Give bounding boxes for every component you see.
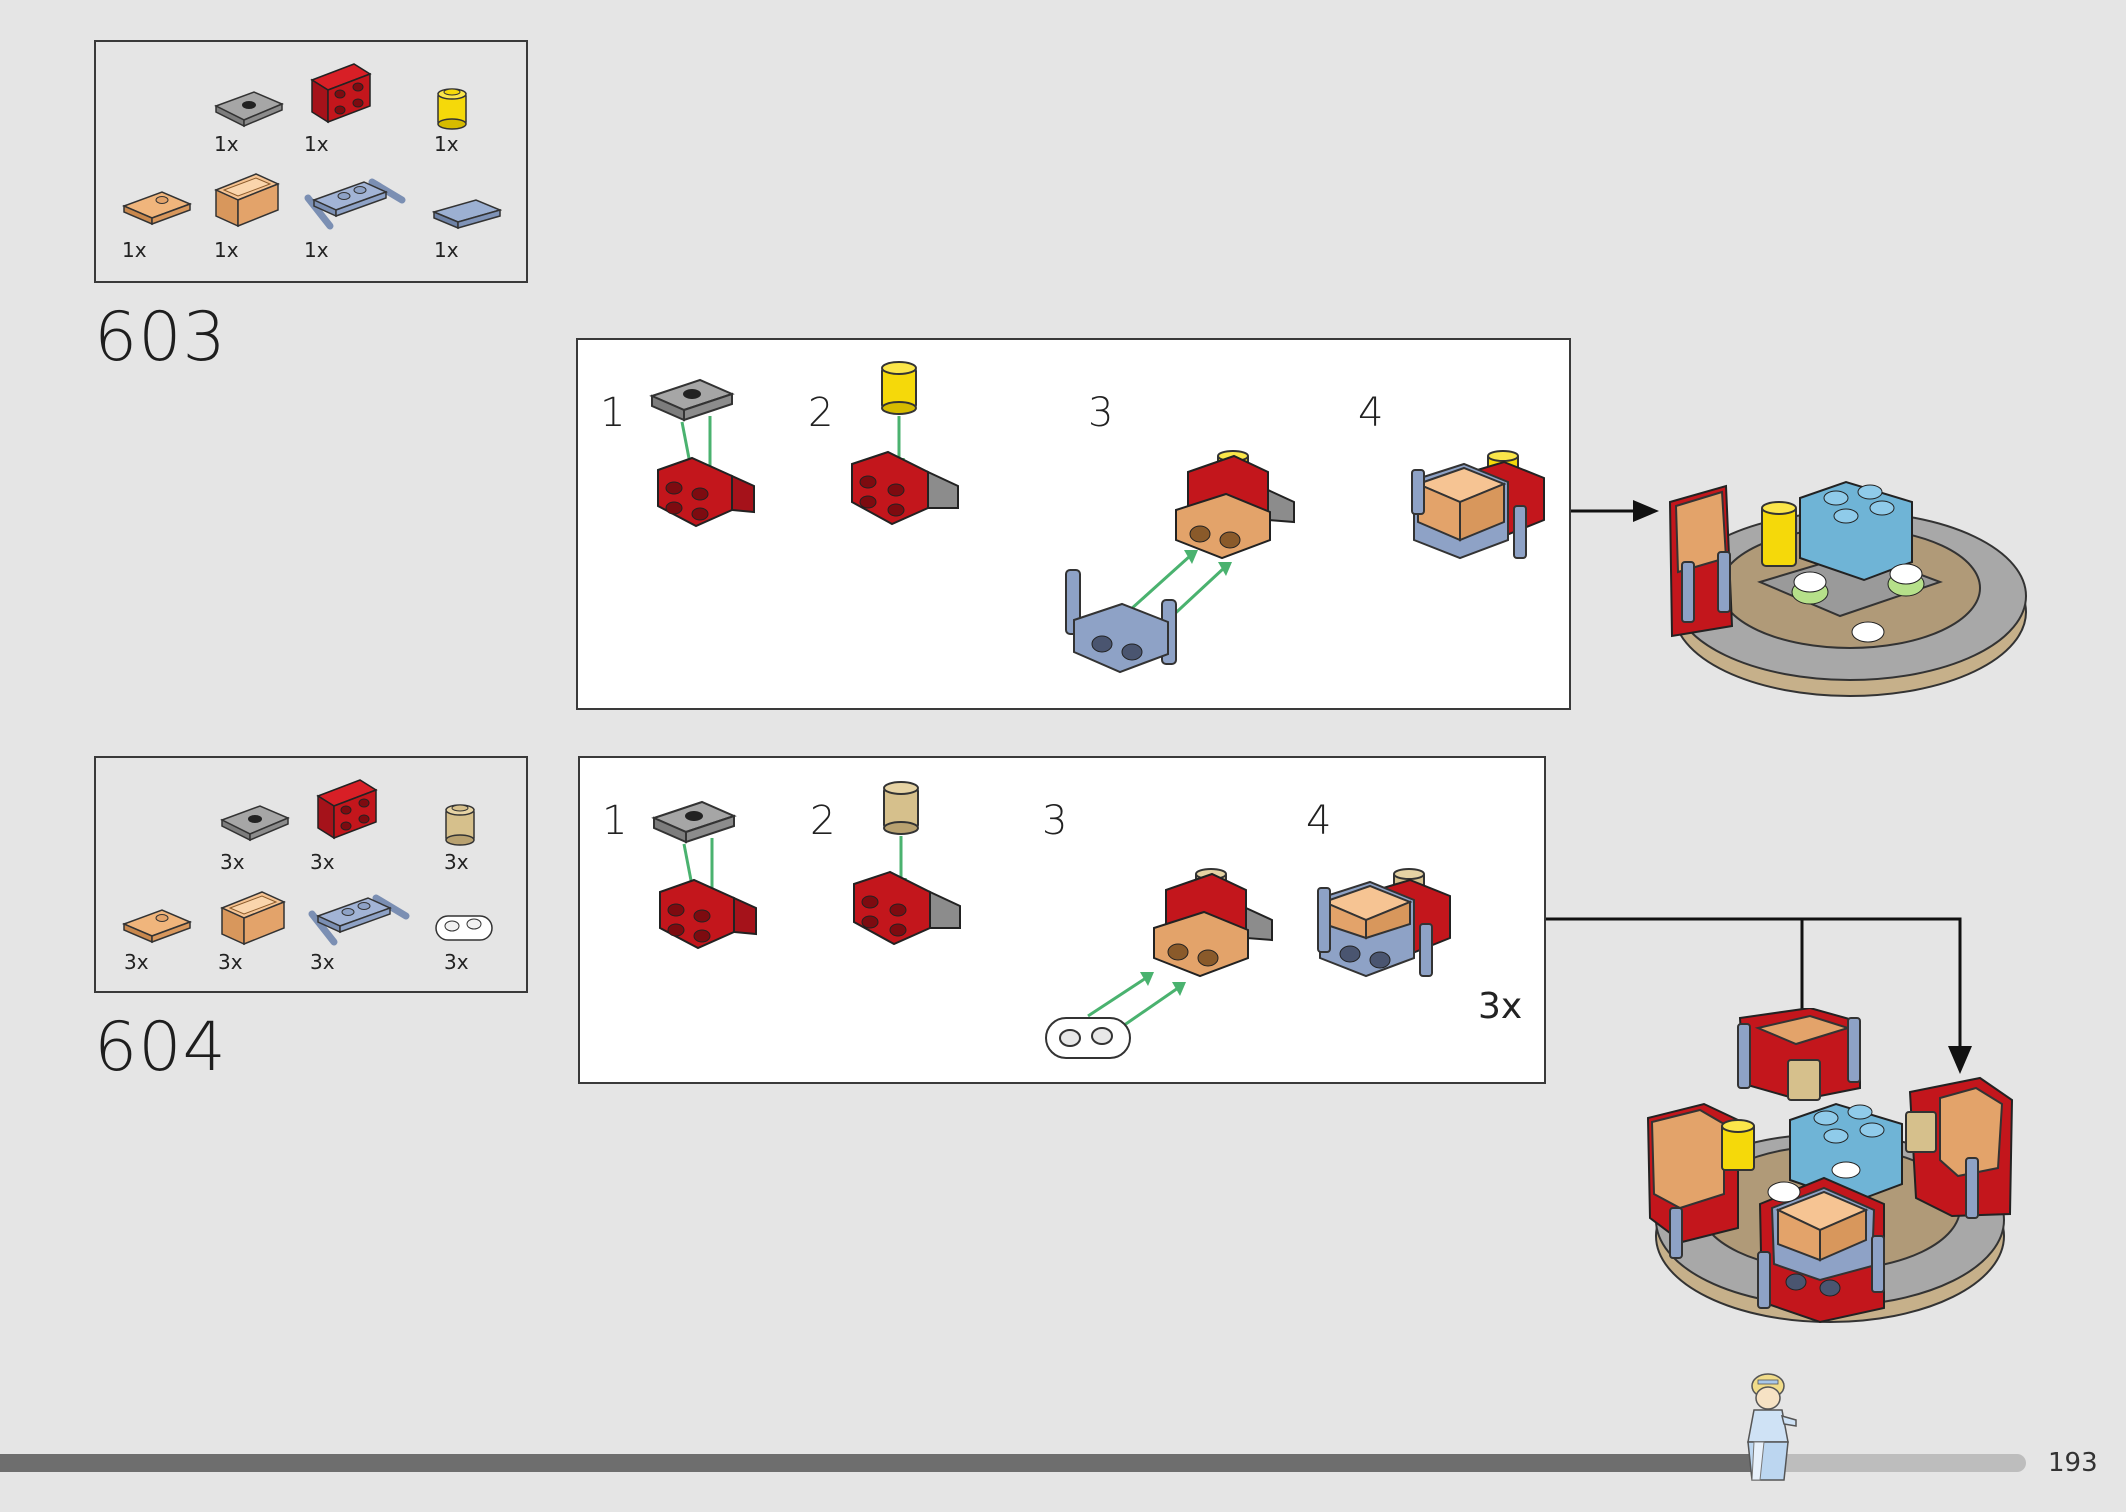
substep-multiplier: 3x <box>1478 986 1523 1027</box>
assembly-604-illustration <box>1646 1008 2014 1324</box>
qty-rail-plate: 1x <box>122 238 147 262</box>
substep-number-4: 4 <box>1358 390 1384 436</box>
minifigure-icon <box>1747 1373 1797 1481</box>
qty-panel: 1x <box>214 238 239 262</box>
part-round-brick-tan <box>445 804 475 846</box>
substep-2-illustration <box>851 361 959 526</box>
part-rail-plate-tan <box>122 191 192 226</box>
substep-3-illustration <box>1045 868 1273 1059</box>
part-round-plate-white <box>435 915 493 941</box>
qty-bar-plate: 1x <box>304 238 329 262</box>
substep-number-1: 1 <box>602 798 628 844</box>
progress-bar-fill <box>0 1454 1763 1472</box>
qty-bar-plate: 3x <box>310 950 335 974</box>
substeps-panel-603: 1 2 3 <box>576 338 1571 710</box>
substep-number-1: 1 <box>600 390 626 436</box>
part-bar-plate-sand-blue <box>308 894 410 946</box>
substep-number-4: 4 <box>1306 798 1332 844</box>
substep-1-illustration <box>651 800 757 950</box>
substeps-panel-604: 1 2 3 <box>578 756 1546 1084</box>
qty-tile: 1x <box>434 238 459 262</box>
progress-bar <box>0 1454 2026 1472</box>
qty-panel: 3x <box>218 950 243 974</box>
qty-round-brick: 1x <box>434 132 459 156</box>
substep-4-illustration <box>1317 868 1451 978</box>
qty-jumper-plate: 3x <box>220 850 245 874</box>
step-number-604: 604 <box>94 1008 227 1087</box>
substep-3-illustration <box>1065 450 1295 674</box>
parts-list-603: 1x 1x 1x 1x 1x 1x <box>94 40 528 283</box>
part-jumper-plate-gray <box>220 805 290 842</box>
page-number: 193 <box>2048 1448 2098 1478</box>
parts-list-604: 3x 3x 3x 3x 3x 3x <box>94 756 528 993</box>
part-jumper-plate-gray <box>214 91 284 128</box>
part-panel-tan <box>220 891 286 946</box>
part-bracket-red <box>316 779 378 840</box>
qty-rail-plate: 3x <box>124 950 149 974</box>
qty-round-plate: 3x <box>444 950 469 974</box>
qty-jumper-plate: 1x <box>214 132 239 156</box>
qty-bracket: 3x <box>310 850 335 874</box>
substep-number-2: 2 <box>810 798 836 844</box>
substep-2-illustration <box>853 781 961 946</box>
qty-round-brick: 3x <box>444 850 469 874</box>
assembly-603-illustration <box>1668 480 2027 697</box>
connector-arrow-603 <box>1571 500 1659 522</box>
substep-number-3: 3 <box>1042 798 1068 844</box>
substep-4-illustration <box>1411 450 1545 560</box>
substep-number-3: 3 <box>1088 390 1114 436</box>
part-bar-plate-sand-blue <box>304 178 406 230</box>
part-rail-plate-tan <box>122 909 192 944</box>
substep-number-2: 2 <box>808 390 834 436</box>
part-tile-sand-blue <box>432 199 502 230</box>
part-bracket-red <box>310 63 372 124</box>
step-number-603: 603 <box>94 298 227 377</box>
substep-1-illustration <box>649 378 755 528</box>
part-round-brick-yellow <box>437 88 467 130</box>
qty-bracket: 1x <box>304 132 329 156</box>
part-panel-tan <box>214 173 280 228</box>
